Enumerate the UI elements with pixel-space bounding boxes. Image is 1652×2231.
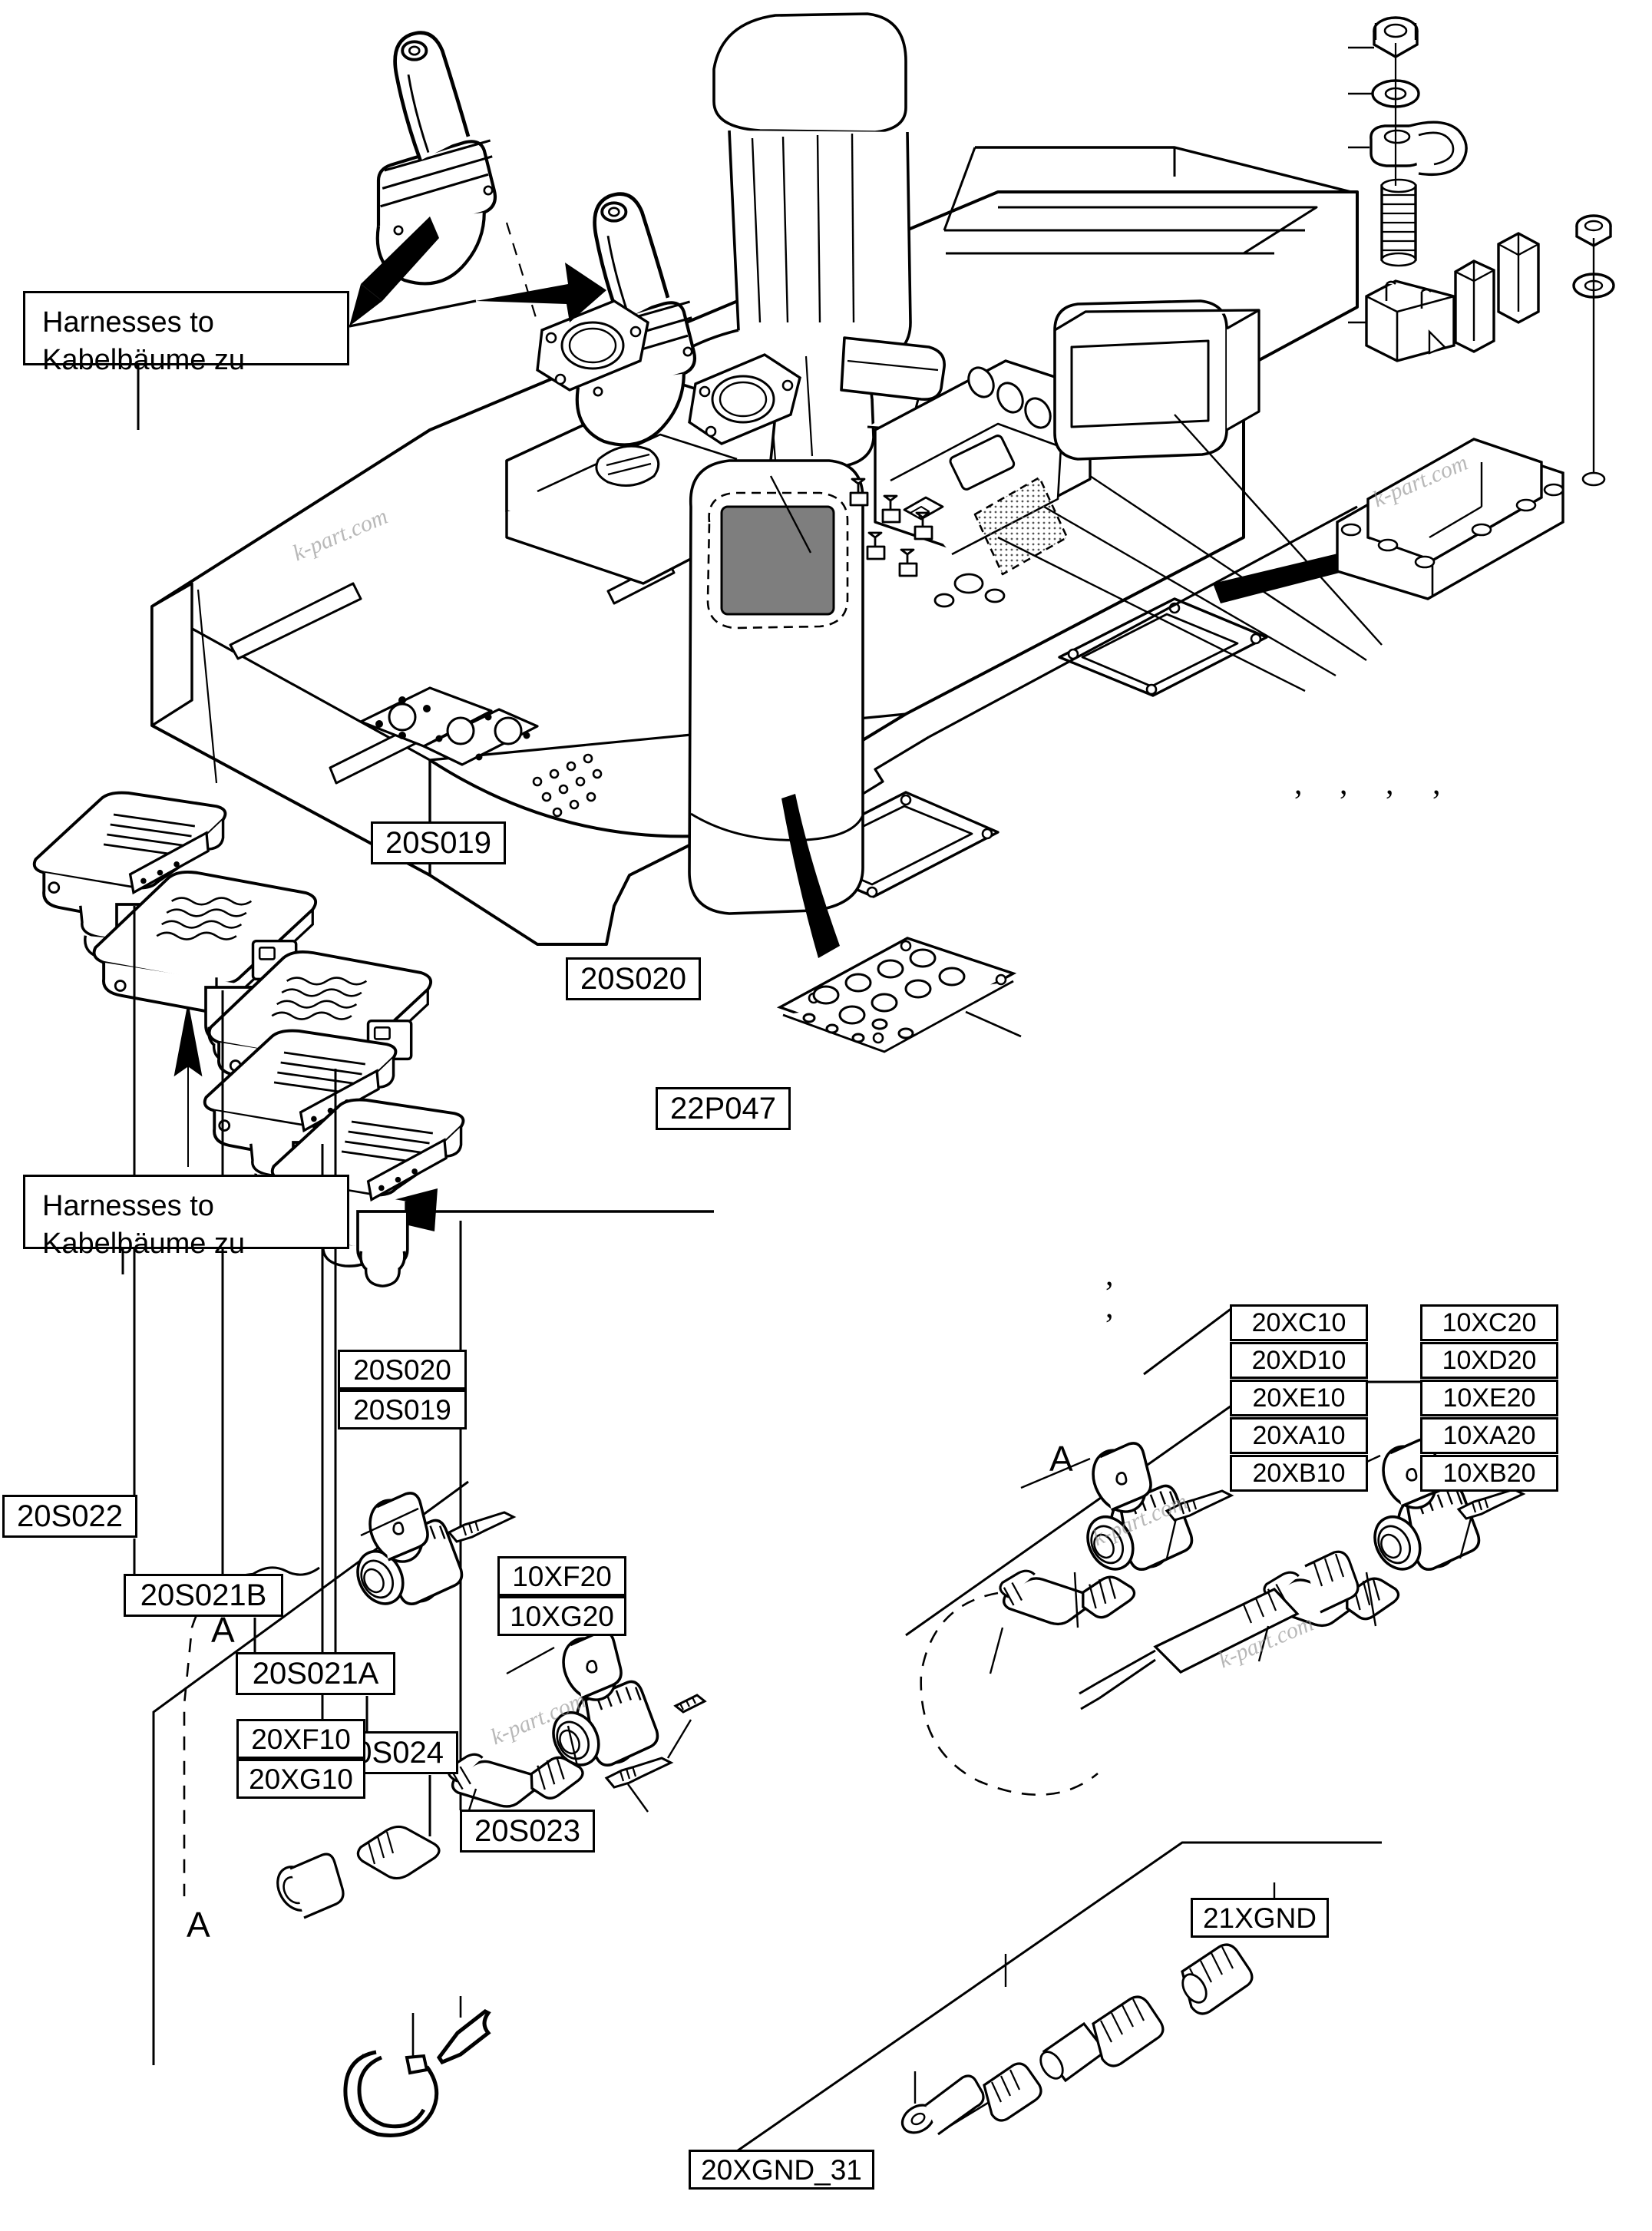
comma-mark: ,: [1105, 1258, 1114, 1293]
tag-10XG20[interactable]: 10XG20: [497, 1596, 626, 1636]
tag-10XE20[interactable]: 10XE20: [1420, 1380, 1558, 1416]
comma-mark: ,: [1294, 766, 1303, 802]
comma-mark: ,: [1386, 766, 1394, 802]
tag-10XF20[interactable]: 10XF20: [497, 1556, 626, 1596]
grommet-plate: [776, 937, 1022, 1053]
tag-20S021B[interactable]: 20S021B: [124, 1574, 283, 1617]
section-marker-a-lower: A: [187, 1905, 210, 1945]
tag-10XB20[interactable]: 10XB20: [1420, 1455, 1558, 1492]
tag-10XC20[interactable]: 10XC20: [1420, 1304, 1558, 1341]
connector-column-20x: 20XC10 20XD10 20XE10 20XA10 20XB10: [1230, 1304, 1368, 1492]
tag-21XGND[interactable]: 21XGND: [1191, 1898, 1329, 1938]
console-leaders: [997, 414, 1383, 692]
cable-clip: [436, 2009, 491, 2065]
section-marker-a-upper: A: [211, 1610, 235, 1650]
cable-tie: [343, 2050, 439, 2137]
tag-20XF10[interactable]: 20XF10: [236, 1719, 365, 1759]
fastener-stack: [1348, 16, 1540, 362]
tag-20S019-detail[interactable]: 20S019: [338, 1390, 467, 1429]
display-console: [688, 459, 864, 915]
tag-22P047[interactable]: 22P047: [656, 1087, 791, 1130]
tag-10XD20[interactable]: 10XD20: [1420, 1342, 1558, 1379]
tag-20XB10[interactable]: 20XB10: [1230, 1455, 1368, 1492]
boot-20S023: [356, 1210, 409, 1288]
tag-20XA10[interactable]: 20XA10: [1230, 1417, 1368, 1454]
comma-mark: ,: [1432, 766, 1441, 802]
connector-column-10x: 10XC20 10XD20 10XE20 10XA20 10XB20: [1420, 1304, 1558, 1492]
tag-20XC10[interactable]: 20XC10: [1230, 1304, 1368, 1341]
callout-harness-lower: Harnesses to Kabelbäume zu: [23, 1175, 349, 1260]
tag-20XG10[interactable]: 20XG10: [236, 1759, 365, 1799]
section-marker-a-right: A: [1049, 1439, 1073, 1479]
switch-console: [849, 299, 1260, 608]
tag-20S022[interactable]: 20S022: [2, 1495, 137, 1538]
comma-mark: ,: [1340, 766, 1348, 802]
tag-20S020-detail[interactable]: 20S020: [338, 1350, 467, 1390]
connector-reference-table: 20XC10 20XD10 20XE10 20XA10 20XB10 10XC2…: [1230, 1304, 1558, 1492]
leader-joystick: [505, 222, 539, 323]
tag-10XA20[interactable]: 10XA20: [1420, 1417, 1558, 1454]
tag-20XE10[interactable]: 20XE10: [1230, 1380, 1368, 1416]
left-joystick: [378, 33, 495, 284]
ground-lead-assembly: [900, 1882, 1309, 2136]
tag-20S021A[interactable]: 20S021A: [236, 1652, 395, 1695]
junction-box: [1336, 214, 1615, 600]
tag-20S020[interactable]: 20S020: [566, 957, 701, 1000]
tag-20S023[interactable]: 20S023: [460, 1810, 595, 1853]
tag-20S019[interactable]: 20S019: [371, 821, 506, 864]
leader-22p047: [769, 475, 812, 554]
joystick-flange: [536, 299, 801, 445]
tag-20XGND-31[interactable]: 20XGND_31: [689, 2150, 874, 2190]
connector-assembly-left: [183, 1489, 707, 1919]
comma-mark: ,: [1105, 1290, 1114, 1325]
harness-arrows-upper: [137, 216, 606, 430]
tag-20XD10[interactable]: 20XD10: [1230, 1342, 1368, 1379]
callout-harness-upper: Harnesses to Kabelbäume zu: [23, 291, 349, 376]
arrow-display-to-plate: [781, 794, 840, 958]
